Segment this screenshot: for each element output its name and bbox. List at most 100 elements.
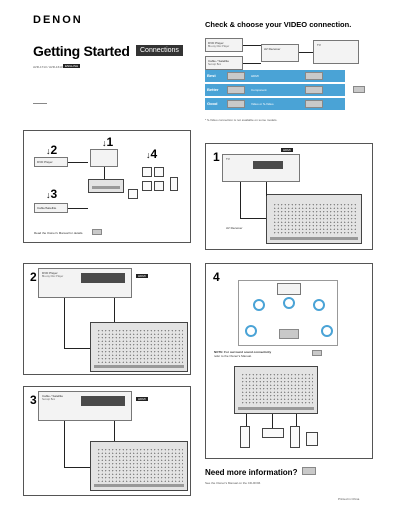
connector-grid: [97, 329, 183, 363]
surround-note-title: NOTE: For surround sound connectivity: [214, 350, 272, 354]
connection-row-good: Good Video or S-Video: [205, 98, 345, 110]
wire: [104, 167, 105, 179]
cable-box: Cable/Satellite: [34, 203, 68, 213]
wire: [64, 421, 65, 467]
dvd-output-panel: [81, 273, 125, 283]
wire: [240, 182, 241, 218]
meta-line: AVR-1713 / AVR-1613: [33, 65, 63, 69]
video-connector: [305, 100, 323, 108]
subwoofer: [306, 432, 318, 446]
wire: [68, 208, 88, 209]
tv-box: [277, 283, 301, 295]
help-heading: Need more information?: [205, 468, 298, 477]
check-footnote: * S-Video connection is not available on…: [205, 118, 278, 122]
page-title: Getting Started: [33, 43, 130, 59]
row-type: HDMI: [251, 74, 259, 78]
surround-right-speaker: [321, 325, 333, 337]
cable-sublabel: Set-top Box: [208, 63, 222, 66]
step-number: 1: [213, 150, 220, 164]
brand-logo: DENON: [33, 14, 83, 26]
receiver: [88, 179, 124, 193]
center-speaker: [283, 297, 295, 309]
hdmi-connector: [305, 72, 323, 80]
wire: [246, 414, 247, 426]
front-right-speaker: [313, 299, 325, 311]
wire: [114, 298, 115, 322]
divider: [33, 103, 47, 104]
wire: [114, 421, 115, 441]
cable-output-panel: [81, 396, 125, 406]
help-sub: See the Owner's Manual on the CD-ROM.: [205, 481, 261, 485]
cable-label: Cable / Satellite: [208, 59, 230, 63]
meta-tag: ENGLISH: [63, 64, 81, 68]
manual-icon: [92, 229, 102, 235]
dvd-box: DVD Player Blu-ray Disc Player: [205, 38, 243, 52]
video-connector: [227, 100, 245, 108]
receiver-rear-panel: [266, 194, 362, 244]
subwoofer: [170, 177, 178, 191]
receiver-label: AV Receiver: [226, 226, 243, 230]
wire: [243, 45, 261, 46]
step-number: 3: [30, 393, 37, 407]
surround-left-speaker: [245, 325, 257, 337]
room-diagram: [238, 280, 338, 346]
wire: [296, 414, 297, 426]
step-2-number: ↓2: [46, 143, 58, 157]
step3-panel: 3 HDMI Cable / Satellite Set-top Box: [23, 386, 191, 496]
surround-note-body: refer to the Owner's Manual.: [214, 354, 252, 358]
row-grade: Best: [207, 73, 216, 78]
connector-grid: [97, 448, 183, 482]
tv-box: TV: [222, 154, 300, 182]
receiver-box: AV Receiver: [261, 44, 299, 62]
receiver-rear-panel: [90, 441, 188, 491]
component-connector: [227, 86, 245, 94]
manual-icon: [312, 350, 322, 356]
step2-panel: 2 HDMI DVD Player Blu-ray Disc Player: [23, 263, 191, 375]
speaker: [142, 167, 152, 177]
wire: [64, 298, 65, 348]
row-type: Video or S-Video: [251, 102, 274, 106]
wire: [266, 182, 267, 196]
step-number: 2: [30, 270, 37, 284]
dvd-box: DVD Player: [34, 157, 68, 167]
wire: [64, 467, 90, 468]
step-3-number: ↓3: [46, 187, 58, 201]
step1-panel: 1 HDMI TV AV Receiver: [205, 143, 373, 250]
cable-sublabel: Set-top Box: [42, 398, 56, 401]
wire: [68, 162, 88, 163]
step-number: 4: [213, 270, 220, 284]
title-tag: Connections: [136, 45, 183, 56]
component-connector: [305, 86, 323, 94]
connector-grid: [273, 203, 357, 235]
overview-note: Read the Owner's Manual for details.: [34, 231, 84, 235]
step4-panel: 4 NOTE: For surround sound connectivity …: [205, 263, 373, 459]
speaker: [240, 426, 250, 448]
step-4-number: ↓4: [146, 147, 158, 161]
step-tag: HDMI: [136, 397, 148, 401]
dvd-sublabel: Blu-ray Disc Player: [42, 275, 64, 278]
dvd-label: DVD Player: [42, 271, 58, 275]
row-type: Component: [251, 88, 267, 92]
speaker: [142, 181, 152, 191]
dvd-label: DVD Player: [37, 160, 53, 164]
receiver-rear-panel: [234, 366, 318, 414]
wire: [64, 348, 90, 349]
connection-row-best: Best HDMI: [205, 70, 345, 82]
tv-label: TV: [317, 43, 321, 47]
dvd-label: DVD Player: [208, 41, 224, 45]
dvd-box: DVD Player Blu-ray Disc Player: [38, 268, 132, 298]
tv-input-panel: [253, 161, 283, 169]
step-1-number: ↓1: [102, 135, 114, 149]
speaker: [262, 428, 284, 438]
cable-box: Cable / Satellite Set-top Box: [205, 56, 243, 70]
wire: [299, 52, 313, 53]
manual-icon: [302, 467, 316, 475]
cable-box: Cable / Satellite Set-top Box: [38, 391, 132, 421]
receiver-label: AV Receiver: [264, 47, 281, 51]
speaker: [290, 426, 300, 448]
tv-box: TV: [313, 40, 359, 64]
receiver-rear-panel: [90, 322, 188, 372]
speaker: [154, 167, 164, 177]
tv-label: TV: [226, 157, 230, 161]
front-left-speaker: [253, 299, 265, 311]
